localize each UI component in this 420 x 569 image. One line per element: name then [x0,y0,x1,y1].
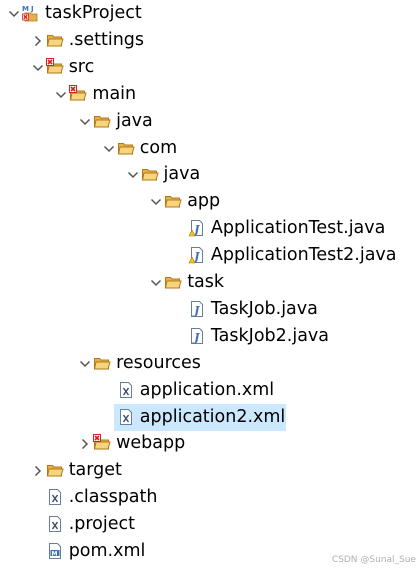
chevron-down-icon[interactable] [149,194,163,208]
java-file-icon: J [188,327,206,345]
tree-item-label: TaskJob.java [210,298,318,319]
tree-item-label: java [116,110,153,131]
project-file-icon [46,515,64,533]
tree-item-label: .settings [68,29,145,50]
source-folder-icon [69,84,88,103]
chevron-down-icon[interactable] [149,275,163,289]
tree-item-label: main [92,83,137,104]
tree-item-pom-xml[interactable]: M pom.xml [0,538,420,565]
svg-text:J: J [192,331,200,344]
tree-item-label: com [139,137,178,158]
chevron-down-icon[interactable] [126,167,140,181]
tree-item-src[interactable]: src [0,54,420,81]
classpath-file-icon [46,488,64,506]
tree-item-label: TaskJob2.java [210,325,329,346]
tree-item-label: java [163,164,201,185]
java-project-icon: M J [22,4,40,22]
chevron-right-icon[interactable] [31,463,45,477]
chevron-right-icon[interactable] [31,33,45,47]
folder-icon [117,139,135,157]
tree-item-label: application2.xml [139,406,286,427]
tree-item-label: ApplicationTest.java [210,218,386,239]
tree-item-label: .project [68,514,135,535]
watermark: CSDN @Sunal_Sue [331,555,416,565]
svg-text:M: M [51,550,57,557]
xml-file-icon [117,408,135,426]
tree-item-app[interactable]: app [0,188,420,215]
tree-item-webapp[interactable]: webapp [0,430,420,457]
tree-item-label: taskProject [45,3,142,23]
tree-item-label: app [187,191,221,212]
tree-item-java[interactable]: java [0,161,420,188]
tree-item-main[interactable]: main [0,81,420,108]
source-folder-icon [45,57,64,76]
chevron-down-icon[interactable] [31,60,45,74]
chevron-down-icon[interactable] [7,6,21,20]
tree-item-label: target [68,460,122,481]
folder-icon [164,273,182,291]
svg-text:J: J [192,304,200,317]
tree-item-application2-xml[interactable]: application2.xml [0,403,420,431]
java-file-warning-icon: J [188,219,206,237]
tree-item-application-xml[interactable]: application.xml [0,377,420,404]
folder-icon [93,112,111,130]
folder-icon [46,461,64,479]
tree-item-label: .classpath [68,487,158,508]
tree-item-task[interactable]: task [0,269,420,296]
svg-text:J: J [192,250,200,263]
tree-item-classpath[interactable]: .classpath [0,484,420,511]
chevron-down-icon[interactable] [78,356,92,370]
tree-item-taskjob-java[interactable]: J TaskJob.java [0,296,420,323]
folder-icon [141,165,159,183]
chevron-down-icon[interactable] [102,141,116,155]
chevron-down-icon[interactable] [54,87,68,101]
folder-icon [164,192,182,210]
chevron-right-icon[interactable] [78,436,92,450]
tree-item-project[interactable]: .project [0,511,420,538]
tree-item-label: pom.xml [68,541,146,561]
java-file-icon: J [188,300,206,318]
chevron-down-icon[interactable] [78,114,92,128]
tree-item-applicationtest-java[interactable]: J ApplicationTest.java [0,215,420,242]
tree-item-taskjob2-java[interactable]: J TaskJob2.java [0,323,420,350]
svg-text:J: J [30,5,34,13]
source-folder-icon [93,434,111,452]
maven-pom-icon: M [46,542,64,560]
tree-item-label: src [68,56,95,77]
tree-item-applicationtest2-java[interactable]: J ApplicationTest2.java [0,242,420,269]
tree-item-label: ApplicationTest2.java [210,245,397,266]
folder-icon [46,31,64,49]
xml-file-icon [117,381,135,399]
tree-item-java[interactable]: java [0,108,420,135]
tree-item-taskproject[interactable]: M J taskProject [0,0,420,27]
tree-item-label: resources [116,352,201,373]
selection-highlight [113,403,286,431]
java-file-warning-icon: J [188,246,206,264]
folder-icon [93,354,111,372]
tree-item-com[interactable]: com [0,135,420,162]
tree-item-resources[interactable]: resources [0,350,420,377]
svg-text:M: M [22,5,29,13]
svg-text:J: J [192,223,200,236]
tree-item-label: application.xml [139,379,275,400]
tree-item-settings[interactable]: .settings [0,27,420,54]
tree-item-target[interactable]: target [0,457,420,484]
tree-item-label: webapp [116,433,186,454]
tree-item-label: task [187,272,225,292]
